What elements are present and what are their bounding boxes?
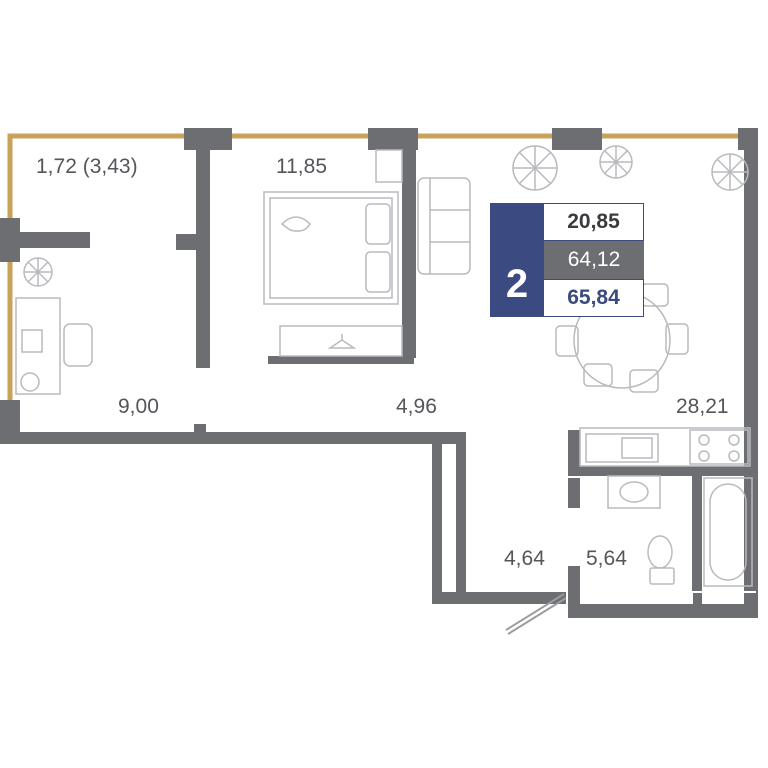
sink-icon [607, 475, 661, 509]
room-count-badge: 2 [490, 203, 544, 317]
wall-corridor-outer [432, 432, 442, 602]
room-area-balcony: 1,72 (3,43) [36, 155, 138, 178]
wall-pier [0, 218, 20, 262]
toilet-icon [647, 535, 675, 585]
area-summary-badge: 2 20,85 64,12 65,84 [490, 203, 644, 317]
room-area-corridor: 4,64 [504, 547, 545, 570]
wall-bedroom-bottom [268, 356, 414, 364]
desk-icon [15, 297, 93, 395]
wall-corridor-outer-2 [456, 432, 466, 602]
room-count: 2 [505, 262, 529, 306]
wall-bath-bottom [568, 604, 758, 618]
wall-bedroom-right [402, 140, 416, 358]
room-area-bedroom: 11,85 [276, 155, 327, 178]
kitchen-counter-icon [579, 427, 751, 467]
wall-bottom-main [0, 432, 464, 444]
balcony-window [7, 133, 184, 218]
wall-right-outer [744, 140, 758, 618]
room-area-hall: 4,96 [396, 395, 437, 418]
walls [0, 128, 758, 618]
bed-icon [263, 191, 399, 305]
room-area-study: 9,00 [118, 395, 159, 418]
plant-icon [23, 257, 53, 287]
wall-left-bedroom [196, 140, 210, 368]
wall-pier [0, 400, 20, 440]
wall-bath-divider [692, 476, 702, 604]
room-area-living-kitchen: 28,21 [676, 395, 729, 418]
area-without-balcony: 64,12 [544, 241, 644, 279]
bathtub-icon [703, 477, 753, 587]
wall-kitchen-left [568, 430, 580, 470]
plant-icon [512, 145, 558, 191]
wardrobe-icon [279, 325, 403, 357]
wall-bath-left-2 [568, 566, 580, 616]
nightstand-icon [375, 149, 403, 183]
wall-corridor-bottom [432, 592, 566, 604]
sofa-icon [417, 177, 471, 275]
windows [7, 133, 738, 400]
plant-icon [711, 153, 749, 191]
living-area: 20,85 [544, 203, 644, 241]
room-area-bathroom: 5,64 [586, 547, 627, 570]
wall-bath-left [568, 478, 580, 508]
wall-bath-top [568, 466, 756, 476]
wall-left-bedroom-jog [176, 234, 196, 250]
wall-door-stub [194, 424, 206, 434]
plant-icon [599, 145, 633, 179]
balcony-partition [20, 232, 90, 248]
total-area: 65,84 [544, 279, 644, 317]
corridor-niche-lines [442, 487, 756, 604]
entrance-door [505, 593, 567, 635]
wall-pier [552, 128, 602, 150]
